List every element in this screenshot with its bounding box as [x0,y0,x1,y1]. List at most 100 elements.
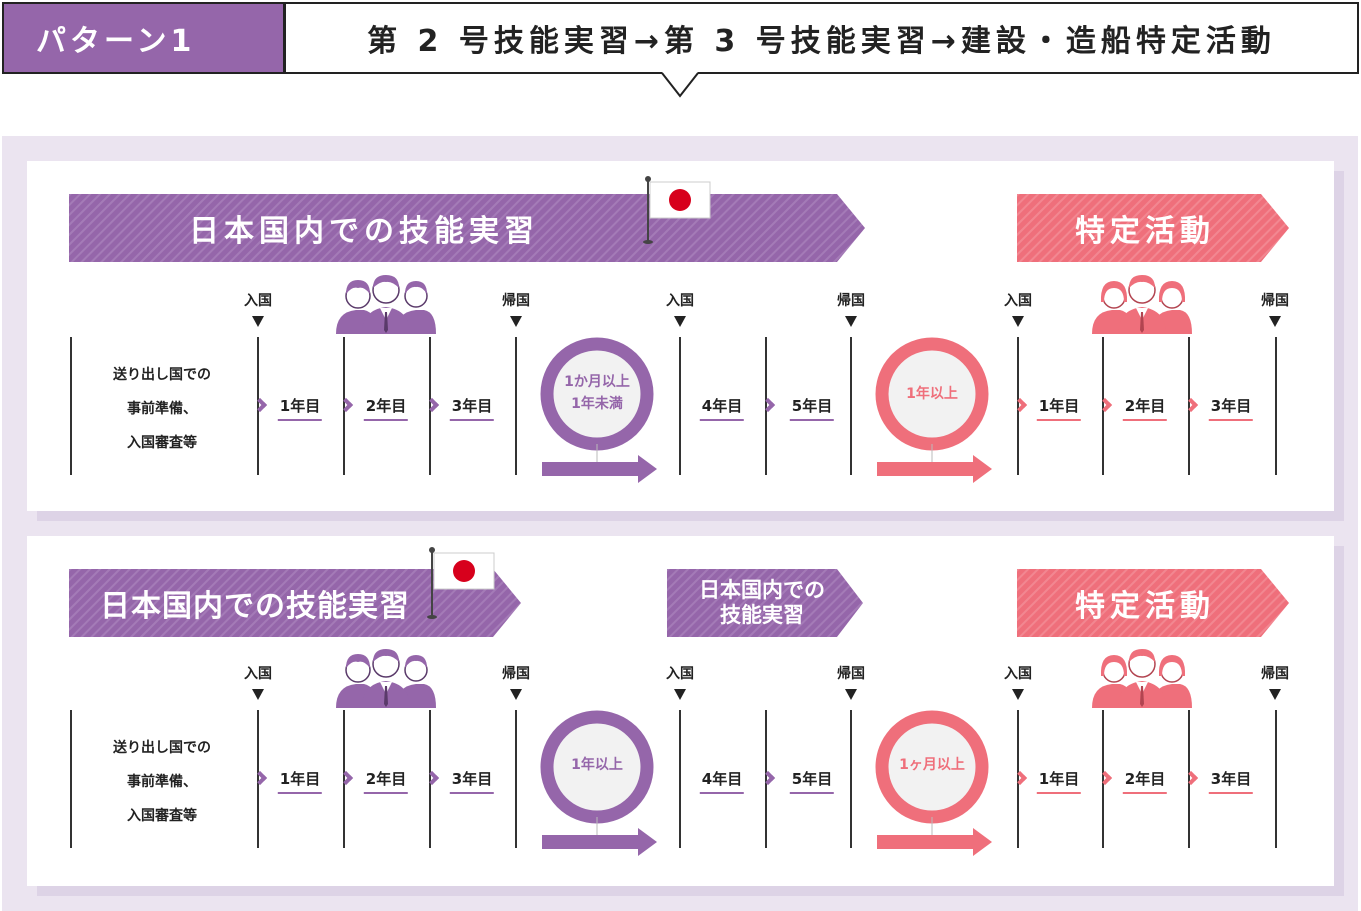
year-label: 3年目 [449,768,495,794]
timeline-divider [257,337,259,475]
banner-specific-activity [1017,569,1289,637]
banner-technical-training-label: 日本国内での技能実習 [100,589,410,624]
pattern-tag: パターン1 [2,2,285,74]
marker-return-2: 帰国 [837,666,865,682]
banner-technical-training-short-label: 日本国内での 技能実習 [699,578,825,627]
interval-ring-purple [540,710,657,856]
japan-flag-icon [643,176,711,244]
marker-return-3: 帰国 [1261,293,1289,309]
marker-return-2: 帰国 [837,293,865,309]
timeline-divider [515,710,517,848]
chevron-right-icon [252,397,268,413]
header-pointer-icon [661,72,699,98]
chevron-right-icon [338,770,354,786]
interval-ring-pink [875,710,992,856]
trainee-group-icon [336,649,436,708]
marker-entry-1: 入国 [244,666,272,682]
interval-text-2: 1年以上 [906,386,958,402]
worker-group-icon [1092,275,1192,334]
timeline-divider [679,337,681,475]
chevron-right-icon [338,397,354,413]
marker-arrow-icon [845,689,857,700]
timeline-divider [70,337,72,475]
preparation-text: 送り出し国での 事前準備、 入国審査等 [113,367,211,451]
interval-ring-pink [875,337,992,483]
timeline-divider [1102,337,1104,475]
year-label: 1年目 [277,395,323,421]
chevron-right-icon [760,397,776,413]
marker-arrow-icon [252,316,264,327]
japan-flag-icon [427,547,495,619]
year-label: 2年目 [1122,395,1168,421]
banner-specific-activity [1017,194,1289,262]
banner-specific-activity-label: 特定活動 [1075,214,1215,249]
year-label: 2年目 [363,395,409,421]
banner-technical-training-short [667,569,863,637]
year-label: 5年目 [789,395,835,421]
interval-text-2: 1ヶ月以上 [899,757,965,773]
marker-arrow-icon [1269,689,1281,700]
header-title: 第 2 号技能実習→第 3 号技能実習→建設・造船特定活動 [284,2,1359,74]
marker-return-1: 帰国 [502,666,530,682]
timeline-divider [850,337,852,475]
interval-text-1: 1か月以上 1年未満 [564,374,630,412]
timeline-divider [1102,710,1104,848]
marker-arrow-icon [510,316,522,327]
timeline-divider [1188,710,1190,848]
worker-group-icon [1092,649,1192,708]
marker-arrow-icon [1012,689,1024,700]
timeline-divider [1017,337,1019,475]
timeline-divider [257,710,259,848]
year-label: 3年目 [449,395,495,421]
header: パターン1 第 2 号技能実習→第 3 号技能実習→建設・造船特定活動 [0,0,1361,104]
year-label: 3年目 [1208,395,1254,421]
timeline-divider [1275,337,1277,475]
year-label: 4年目 [699,395,745,421]
timeline-divider [765,337,767,475]
timeline-panel-1: 日本国内での技能実習 特定活動 [27,161,1334,511]
year-label: 1年目 [277,768,323,794]
chevron-right-icon [1097,770,1113,786]
chevron-right-icon [1012,397,1028,413]
year-label: 4年目 [699,768,745,794]
chevron-right-icon [424,770,440,786]
year-label: 2年目 [363,768,409,794]
year-label: 2年目 [1122,768,1168,794]
year-label: 1年目 [1036,768,1082,794]
chevron-right-icon [1183,397,1199,413]
marker-arrow-icon [674,689,686,700]
timeline-divider [850,710,852,848]
marker-entry-3: 入国 [1004,293,1032,309]
marker-entry-2: 入国 [666,293,694,309]
marker-arrow-icon [1269,316,1281,327]
trainee-group-icon [336,275,436,334]
chevron-right-icon [760,770,776,786]
timeline-divider [1017,710,1019,848]
marker-arrow-icon [845,316,857,327]
banner-technical-training-label: 日本国内での技能実習 [189,214,539,249]
marker-return-3: 帰国 [1261,666,1289,682]
year-label: 5年目 [789,768,835,794]
timeline-divider [343,710,345,848]
marker-entry-3: 入国 [1004,666,1032,682]
chevron-right-icon [1183,770,1199,786]
marker-arrow-icon [252,689,264,700]
year-label: 1年目 [1036,395,1082,421]
year-label: 3年目 [1208,768,1254,794]
timeline-divider [343,337,345,475]
banner-technical-training [69,569,521,637]
banner-specific-activity-label: 特定活動 [1075,589,1215,624]
marker-return-1: 帰国 [502,293,530,309]
timeline-divider [70,710,72,848]
interval-ring-purple [540,337,657,483]
timeline-divider [679,710,681,848]
interval-text-1: 1年以上 [571,757,623,773]
timeline-divider [515,337,517,475]
marker-entry-2: 入国 [666,666,694,682]
chevron-right-icon [252,770,268,786]
chevron-right-icon [1012,770,1028,786]
marker-entry-1: 入国 [244,293,272,309]
preparation-text: 送り出し国での 事前準備、 入国審査等 [113,740,211,824]
timeline-divider [429,337,431,475]
timeline-divider [1188,337,1190,475]
